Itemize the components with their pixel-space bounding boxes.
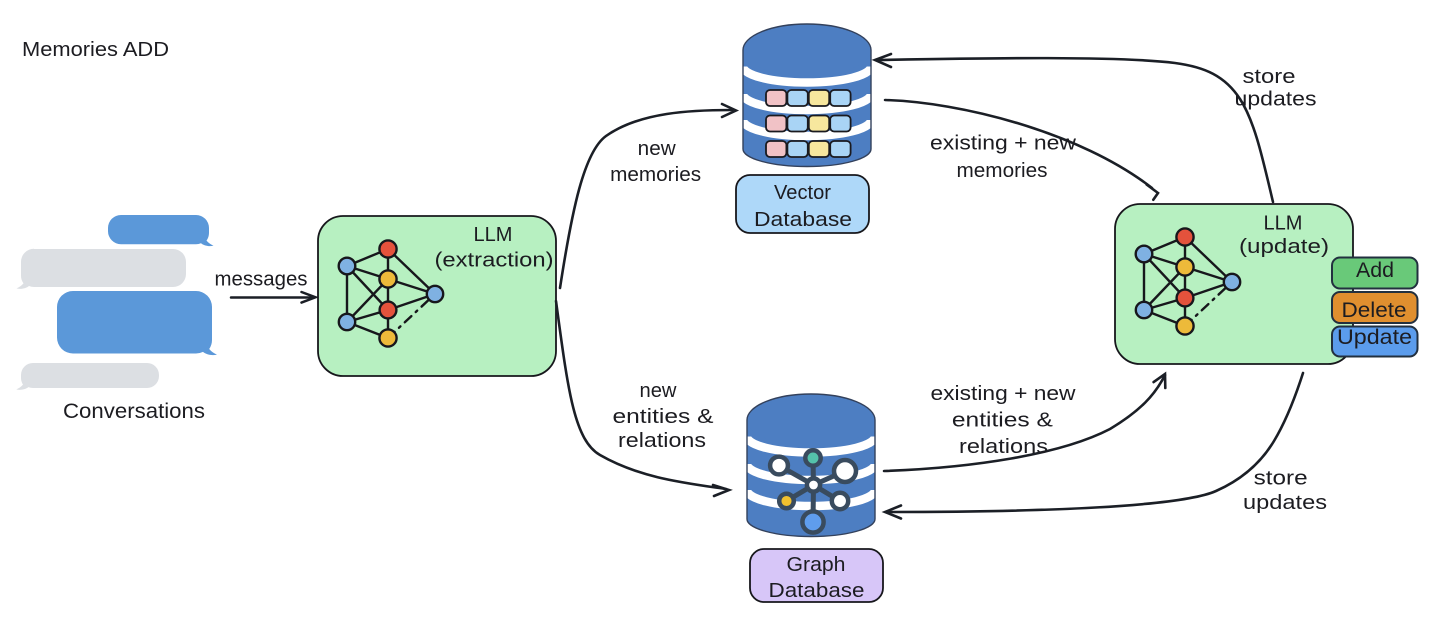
svg-text:updates: updates xyxy=(1235,89,1317,111)
svg-text:Memories ADD: Memories ADD xyxy=(22,39,169,61)
svg-text:Add: Add xyxy=(1356,259,1394,282)
svg-text:relations: relations xyxy=(959,436,1048,458)
svg-text:existing + new: existing + new xyxy=(931,383,1077,405)
svg-text:new: new xyxy=(638,138,677,160)
svg-text:store: store xyxy=(1254,468,1308,490)
svg-text:relations: relations xyxy=(618,430,706,452)
svg-text:Graph: Graph xyxy=(787,554,846,576)
svg-text:store: store xyxy=(1243,66,1296,88)
svg-text:(extraction): (extraction) xyxy=(435,250,554,272)
svg-text:entities &: entities & xyxy=(952,410,1054,432)
svg-text:entities &: entities & xyxy=(613,406,715,428)
svg-text:existing + new: existing + new xyxy=(930,133,1077,155)
svg-text:LLM: LLM xyxy=(1264,213,1303,235)
svg-text:Vector: Vector xyxy=(774,182,831,204)
svg-text:updates: updates xyxy=(1243,492,1327,514)
svg-text:memories: memories xyxy=(610,164,701,186)
svg-text:(update): (update) xyxy=(1239,236,1329,258)
svg-text:messages: messages xyxy=(215,269,308,291)
svg-text:new: new xyxy=(640,380,678,402)
svg-text:Conversations: Conversations xyxy=(63,400,205,423)
svg-text:memories: memories xyxy=(957,160,1048,182)
svg-text:Database: Database xyxy=(754,209,852,231)
svg-text:Update: Update xyxy=(1337,326,1412,349)
svg-text:Database: Database xyxy=(769,580,865,602)
svg-text:Delete: Delete xyxy=(1342,299,1407,322)
svg-text:LLM: LLM xyxy=(474,224,513,246)
